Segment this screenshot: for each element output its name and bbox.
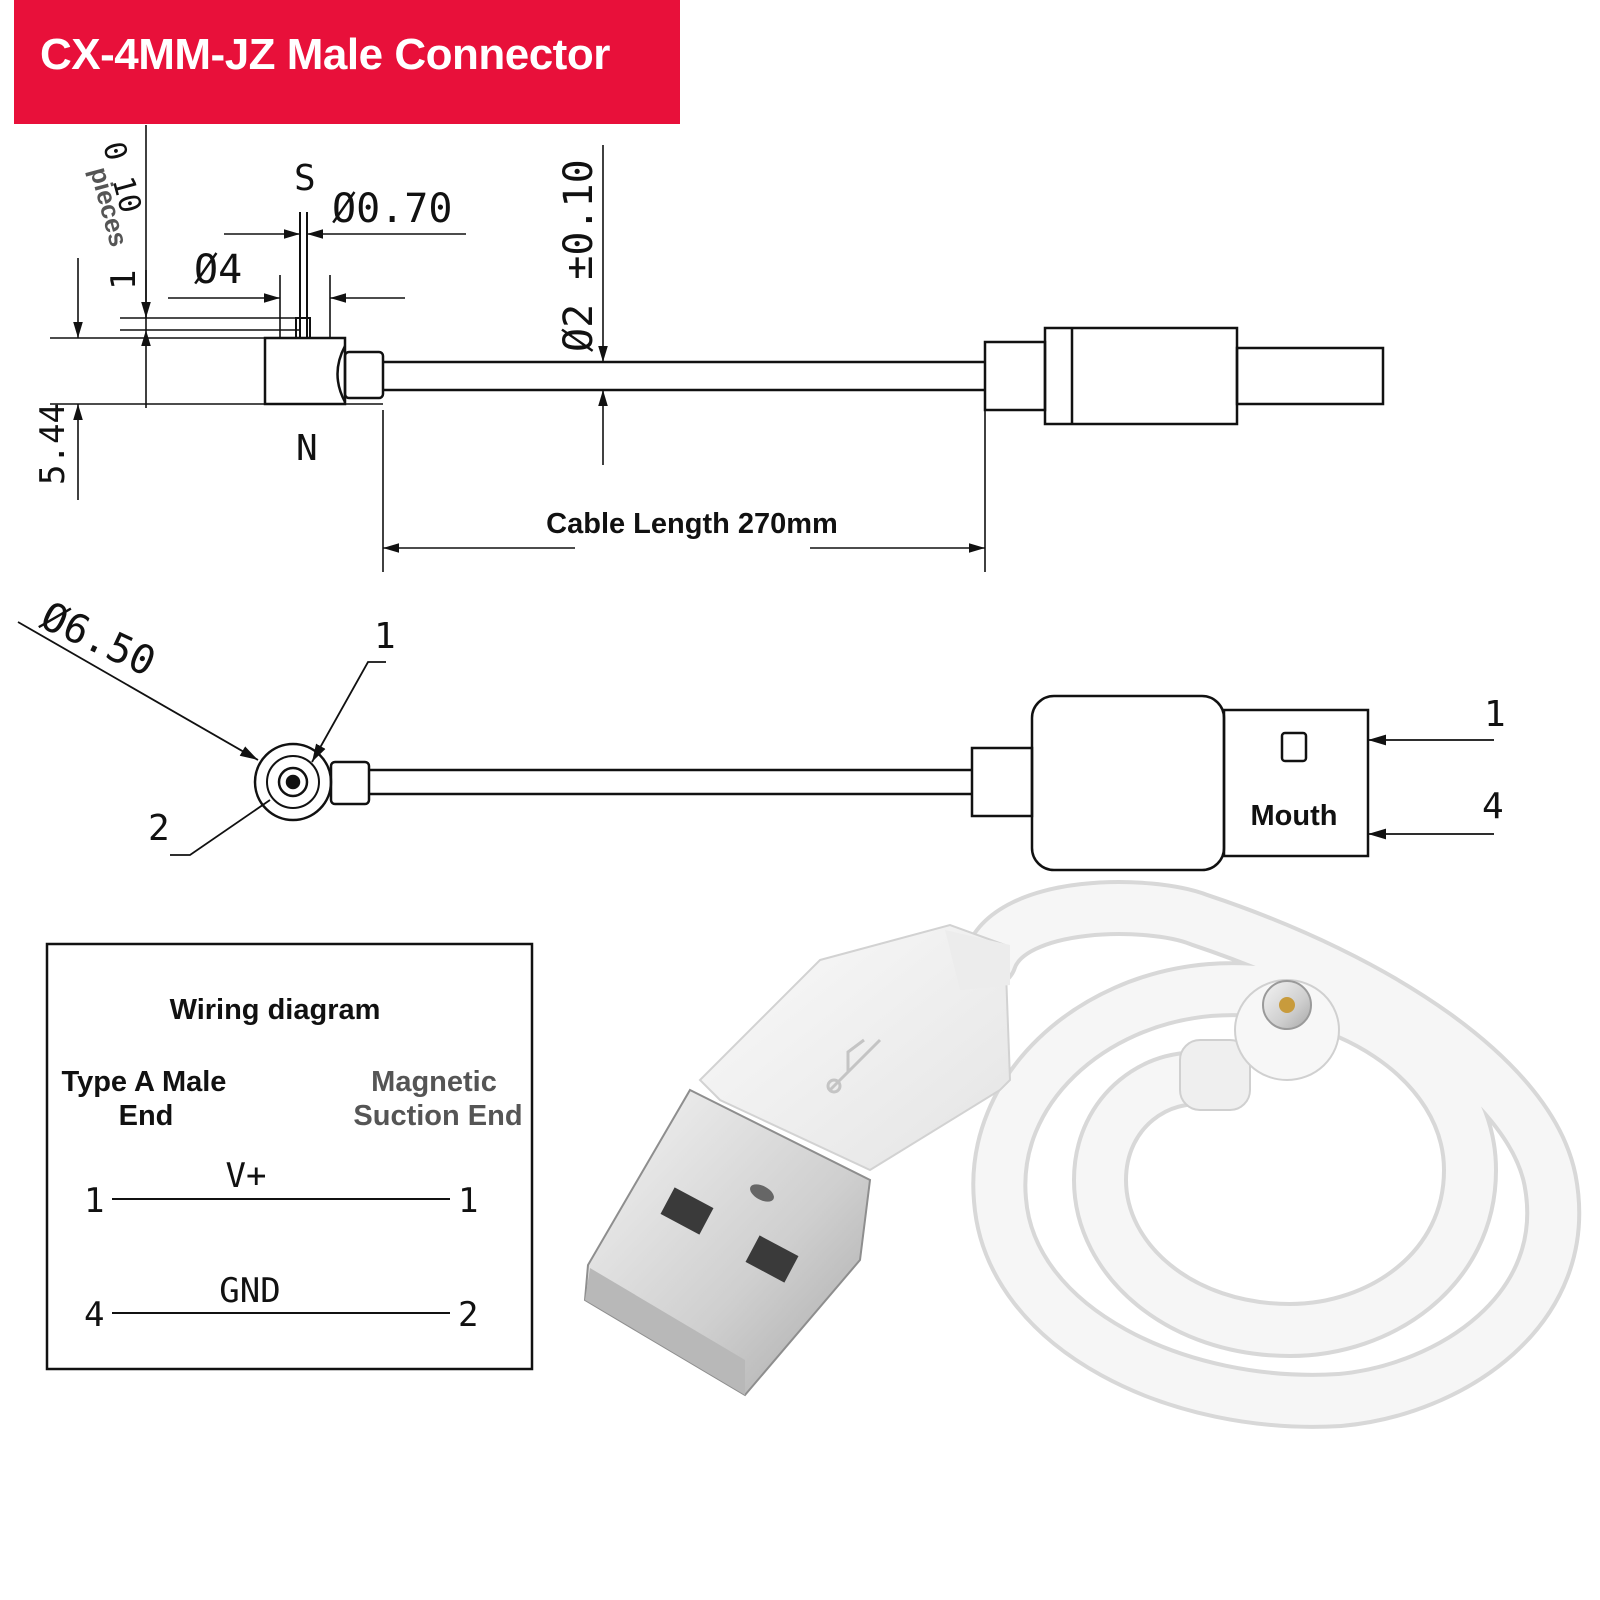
pin-s-label: S [294,158,316,199]
usb-logo-icon [826,1038,882,1094]
right-header-line2: Suction End [353,1100,522,1132]
usb-strain-relief [983,340,1047,412]
row2-signal: GND [219,1271,280,1311]
cable-length-label: Cable Length 270mm [546,508,838,540]
cable-coil [966,884,1578,1425]
cable-diameter-label: Ø2 ±0.10 [556,159,602,352]
left-header-line1: Type A Male [62,1066,227,1098]
side-usb-body [1030,694,1226,872]
photo-usb-metal-edge [585,1268,745,1395]
side-view-drawing [17,621,1494,872]
top-view-labels: 0 10 pieces S Ø0.70 Ø4 1 5.44 N Ø2 ±0.10… [33,138,838,540]
usb-window-2 [745,1235,799,1283]
magnet-pin-2-label: 2 [148,808,170,849]
head-diameter-label: Ø4 [194,247,242,293]
photo-usb-relief [945,930,1010,990]
wiring-row-gnd: 4 GND 2 [84,1271,478,1335]
usb-metal-tip [1235,346,1385,406]
pin-n-label: N [296,428,318,469]
page-title: CX-4MM-JZ Male Connector [40,30,610,79]
head-curve [336,345,347,403]
head-neck [343,350,385,400]
wiring-diagram: Wiring diagram Type A Male End Magnetic … [45,942,534,1371]
height-label: 5.44 [33,403,73,485]
row2-left-pin: 4 [84,1295,104,1335]
title-banner: CX-4MM-JZ Male Connector [14,0,680,124]
photo-head-neck [1179,1039,1251,1111]
wiring-title: Wiring diagram [170,994,381,1026]
left-header-line2: End [119,1100,174,1132]
side-strain-relief [970,746,1034,818]
row1-left-pin: 1 [84,1181,104,1221]
usb-hole-icon [750,1184,774,1202]
wiring-frame [45,942,534,1371]
mouth-label: Mouth [1251,800,1338,832]
row1-signal: V+ [226,1156,267,1196]
usb-pin-1-label: 1 [1484,694,1506,735]
side-usb-tip [1222,708,1370,858]
magnet-head-outline [263,336,347,406]
row1-right-pin: 1 [458,1181,478,1221]
wiring-row-vplus: 1 V+ 1 [84,1156,478,1221]
usb-pin-4-label: 4 [1482,786,1504,827]
right-header-line1: Magnetic [371,1066,497,1098]
pin-diameter-label: Ø0.70 [332,186,452,232]
product-photo [583,880,1582,1429]
row2-right-pin: 2 [458,1295,478,1335]
usb-plug-body [1043,326,1239,426]
top-view-drawing [50,125,1385,572]
outer-diameter-label: Ø6.50 [34,593,163,686]
magnet-pin-1-label: 1 [374,616,396,657]
usb-contact-square [1280,731,1308,763]
usb-window-1 [660,1187,714,1235]
side-head-neck [329,760,371,806]
gold-pin-icon [1279,997,1295,1013]
offset-label: 1 [104,270,144,290]
